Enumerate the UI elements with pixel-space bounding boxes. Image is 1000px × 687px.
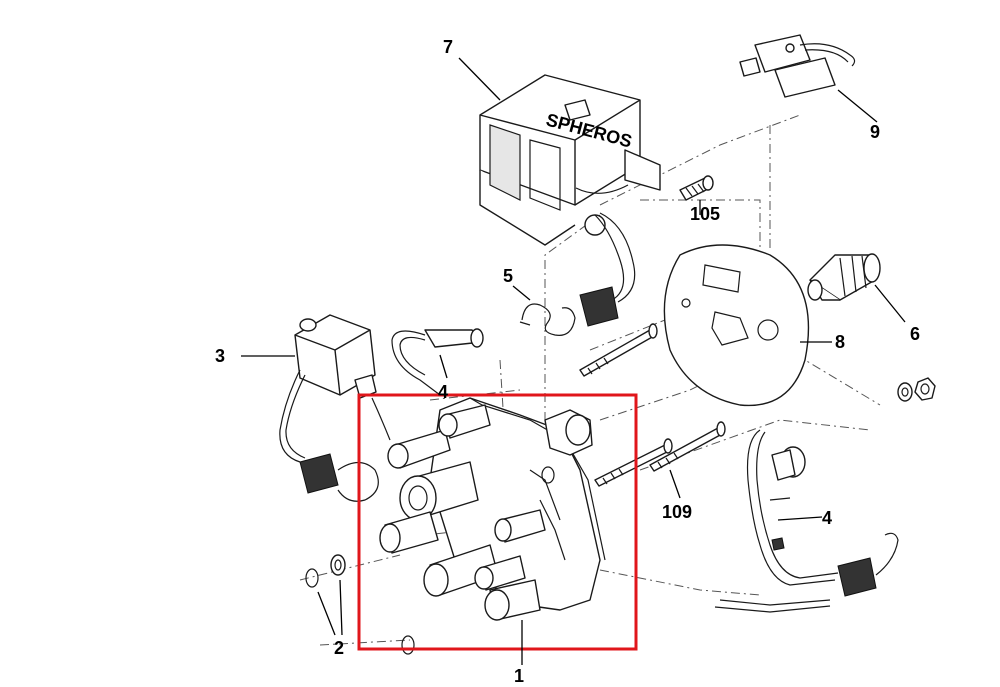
part-4-electrode-upper xyxy=(391,328,484,396)
label-2: 2 xyxy=(334,638,344,658)
part-8-gasket xyxy=(663,244,810,407)
label-4-upper: 4 xyxy=(438,382,448,402)
label-4-lower: 4 xyxy=(822,508,832,528)
label-109: 109 xyxy=(662,502,692,522)
nut-and-washer xyxy=(897,377,936,402)
leader-lines xyxy=(241,57,906,665)
part-4-cable-lower xyxy=(714,429,899,613)
label-9: 9 xyxy=(870,122,880,142)
part-6-nozzle xyxy=(807,253,881,301)
highlight-box xyxy=(357,393,638,651)
label-7: 7 xyxy=(443,37,453,57)
label-5: 5 xyxy=(503,266,513,286)
label-6: 6 xyxy=(910,324,920,344)
part-7-control-unit: SPHEROS xyxy=(479,74,661,327)
part-1-pump-block xyxy=(379,397,606,621)
label-3: 3 xyxy=(215,346,225,366)
label-8: 8 xyxy=(835,332,845,352)
label-105: 105 xyxy=(690,204,720,224)
part-105-screw xyxy=(679,175,714,201)
part-109-screws xyxy=(579,323,726,487)
label-1: 1 xyxy=(514,666,524,686)
part-2-o-rings xyxy=(305,554,415,655)
part-3-ignition-coil xyxy=(279,314,391,502)
part-9-sensor xyxy=(739,34,856,98)
part-5-clip xyxy=(519,303,576,336)
callout-labels: 7 9 105 5 6 8 3 4 4 109 2 1 xyxy=(215,37,920,686)
